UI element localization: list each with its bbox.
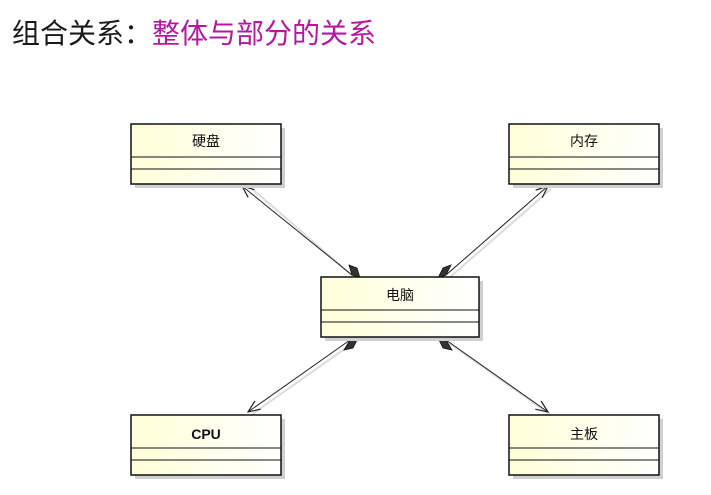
class-memory: 内存 — [508, 123, 663, 188]
title-highlight: 整体与部分的关系 — [152, 17, 377, 50]
class-name-cpu: CPU — [191, 426, 221, 442]
composition-diamond — [437, 264, 452, 279]
class-name-motherboard: 主板 — [570, 427, 598, 443]
class-computer: 电脑 — [320, 276, 483, 341]
title-prefix: 组合关系： — [12, 17, 153, 50]
class-name-hard-disk: 硬盘 — [192, 133, 220, 150]
link-computer-hard-disk — [242, 186, 361, 279]
composition-diamond — [348, 264, 361, 279]
class-cpu: CPU — [130, 414, 285, 479]
class-name-memory: 内存 — [570, 134, 598, 150]
class-name-computer: 电脑 — [386, 288, 414, 304]
link-computer-cpu — [248, 337, 359, 416]
link-computer-memory — [437, 186, 552, 279]
page-title: 组合关系：整体与部分的关系 — [12, 14, 376, 54]
class-motherboard: 主板 — [508, 414, 663, 479]
link-computer-motherboard — [437, 337, 552, 416]
class-hard-disk: 硬盘 — [130, 123, 285, 188]
